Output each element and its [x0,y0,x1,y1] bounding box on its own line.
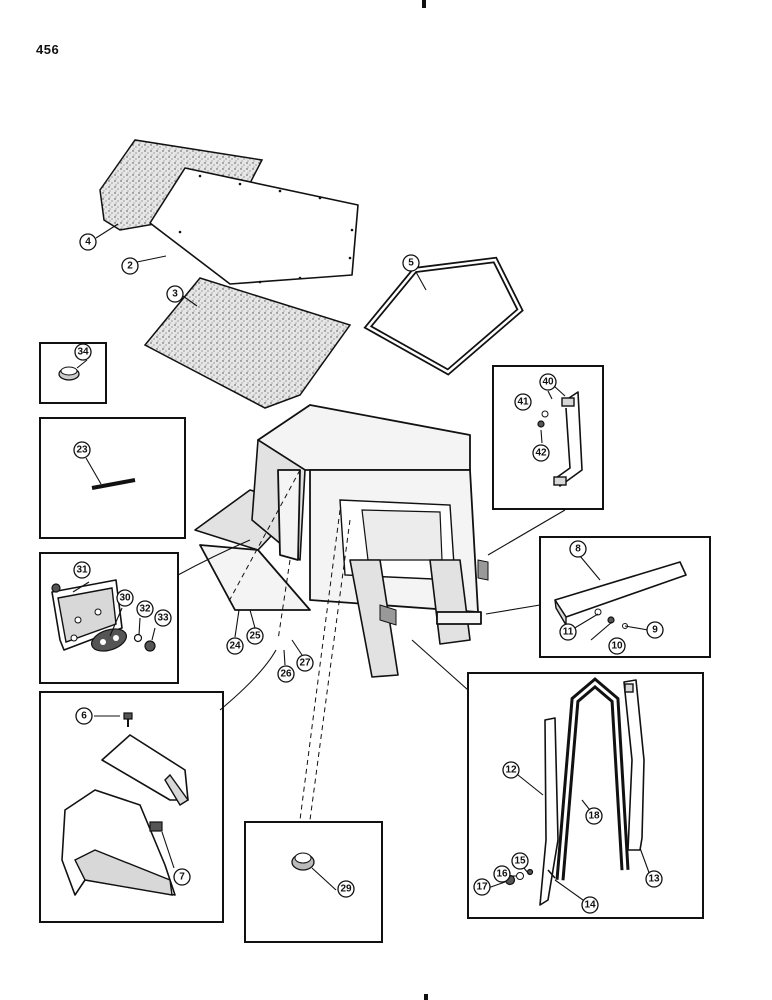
callout-26: 26 [277,665,295,683]
svg-text:40: 40 [542,377,554,388]
callout-34: 34 [74,343,92,361]
callout-5: 5 [402,254,420,272]
hinge-bracket-assembly [51,579,156,652]
svg-text:34: 34 [77,347,89,358]
leader-lines [72,223,652,906]
callout-6: 6 [75,707,93,725]
svg-text:25: 25 [249,631,261,642]
callout-9: 9 [646,621,664,639]
roof-insulation-3 [143,277,352,409]
svg-text:5: 5 [408,258,414,269]
svg-text:26: 26 [280,669,292,680]
svg-text:23: 23 [76,445,88,456]
callout-27: 27 [296,654,314,672]
callout-42: 42 [532,444,550,462]
callout-17: 17 [473,878,491,896]
svg-text:17: 17 [476,882,488,893]
callout-15: 15 [511,852,529,870]
door-seal-assembly [504,677,645,906]
detail-box-29 [244,821,383,943]
callout-2: 2 [121,257,139,275]
callout-25: 25 [246,627,264,645]
svg-text:13: 13 [648,874,660,885]
svg-text:3: 3 [172,289,178,300]
svg-text:15: 15 [514,856,526,867]
bottom-edge-mark [424,994,428,1000]
callout-10: 10 [608,637,626,655]
svg-text:24: 24 [229,641,241,652]
callout-16: 16 [493,865,511,883]
callout-4: 4 [79,233,97,251]
callout-13: 13 [645,870,663,888]
cab-frame [194,404,489,678]
callout-24: 24 [226,637,244,655]
callout-7: 7 [173,868,191,886]
callout-8: 8 [569,540,587,558]
svg-text:16: 16 [496,869,508,880]
svg-text:29: 29 [340,884,352,895]
svg-text:6: 6 [81,711,87,722]
grab-handle-40 [537,391,583,487]
svg-text:2: 2 [127,261,133,272]
svg-text:14: 14 [584,900,596,911]
top-edge-mark [422,0,426,8]
svg-text:27: 27 [299,658,311,669]
svg-text:4: 4 [85,237,91,248]
callout-32: 32 [136,600,154,618]
callout-30: 30 [116,589,134,607]
svg-text:31: 31 [76,565,88,576]
svg-text:30: 30 [119,593,131,604]
detail-box-23 [39,417,186,539]
cab-mount-bracket [61,712,190,896]
callout-14: 14 [581,896,599,914]
trim-strip-23 [91,478,136,490]
callout-41: 41 [514,393,532,411]
svg-text:18: 18 [588,811,600,822]
roof-seal-5 [363,256,524,376]
callout-23: 23 [73,441,91,459]
callout-12: 12 [502,761,520,779]
plug-34 [58,366,80,381]
callout-29: 29 [337,880,355,898]
svg-text:42: 42 [535,448,547,459]
svg-text:41: 41 [517,397,529,408]
svg-text:12: 12 [505,765,517,776]
svg-text:10: 10 [611,641,623,652]
page-number: 456 [36,42,60,57]
callout-31: 31 [73,561,91,579]
callout-40: 40 [539,373,557,391]
roof-panel-2 [149,167,359,285]
svg-text:11: 11 [563,627,574,638]
sill-plate-8 [554,561,687,629]
svg-text:9: 9 [652,625,658,636]
callout-3: 3 [166,285,184,303]
plug-29 [291,852,315,871]
svg-text:32: 32 [139,604,151,615]
callout-33: 33 [154,609,172,627]
svg-text:7: 7 [179,872,185,883]
svg-text:8: 8 [575,544,581,555]
callout-18: 18 [585,807,603,825]
svg-text:33: 33 [157,613,169,624]
callout-11: 11 [559,623,577,641]
